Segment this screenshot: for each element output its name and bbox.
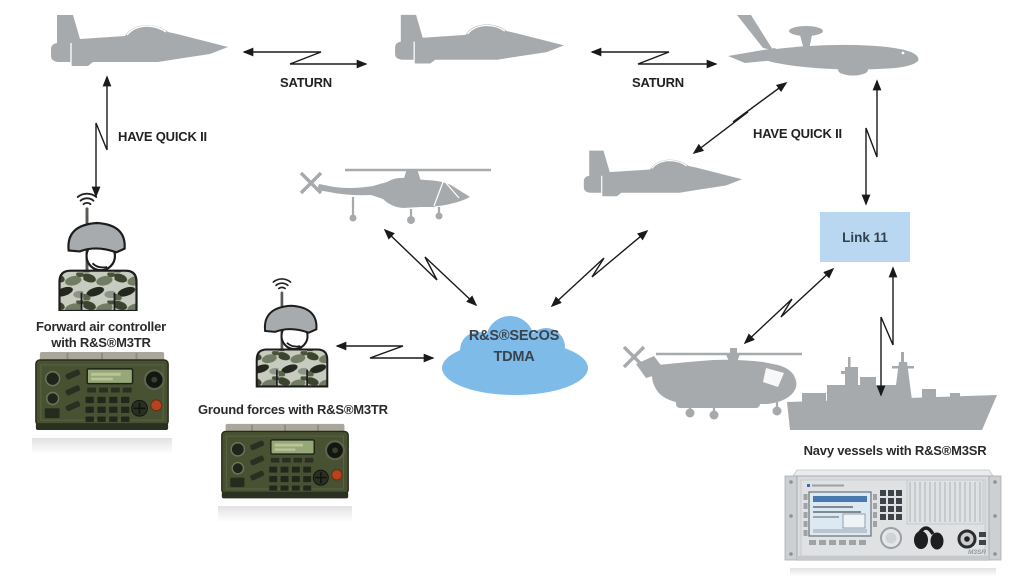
link-jet2-awacs-arrow — [590, 47, 718, 69]
attack-helicopter-silhouette — [299, 168, 491, 224]
forward-air-controller-caption: Forward air controller with R&S®M3TR — [36, 319, 166, 350]
rack-keypad — [880, 490, 902, 520]
secos-cloud-label: R&S®SECOS TDMA — [468, 328, 560, 365]
have-quick-label-1: HAVE QUICK II — [118, 129, 207, 144]
rack-softkeys — [803, 494, 877, 545]
hull — [787, 395, 997, 430]
link-awacs-link11-arrow — [861, 79, 882, 206]
link-jet3-cloud-arrow — [550, 229, 649, 308]
navy-vessels-caption: Navy vessels with R&S®M3SR — [803, 443, 987, 458]
rack-model-badge: M3SR — [968, 549, 986, 556]
radio-2-reflection — [218, 506, 352, 522]
rack-vent-grille — [909, 482, 981, 522]
link-jet1-fac-arrow — [91, 75, 112, 198]
link-ground-cloud-arrow — [335, 341, 435, 363]
ground-forces-caption: Ground forces with R&S®M3TR — [198, 402, 388, 417]
navy-vessel-silhouette — [787, 352, 997, 430]
rack-radio: M3SR — [784, 469, 1002, 561]
link-jet1-jet2-arrow — [242, 47, 368, 69]
saturn-label-2: SATURN — [632, 75, 684, 90]
rotodome — [789, 26, 823, 36]
link-link11-navy-arrow — [876, 266, 898, 397]
main-mast — [894, 362, 912, 400]
secos-cloud — [442, 316, 588, 395]
link-awacs-jet3-arrow — [692, 82, 788, 154]
awacs-aircraft-silhouette — [728, 15, 919, 76]
link-heli1-cloud-arrow — [383, 228, 478, 307]
transport-helicopter-silhouette — [622, 345, 802, 420]
rack-reflection — [790, 568, 996, 576]
have-quick-label-2: HAVE QUICK II — [753, 126, 842, 141]
link-link11-heli2-arrow — [743, 267, 835, 345]
link11-box: Link 11 — [820, 212, 910, 262]
saturn-label-1: SATURN — [280, 75, 332, 90]
radio-1-reflection — [32, 438, 172, 454]
rack-cables — [914, 526, 986, 550]
